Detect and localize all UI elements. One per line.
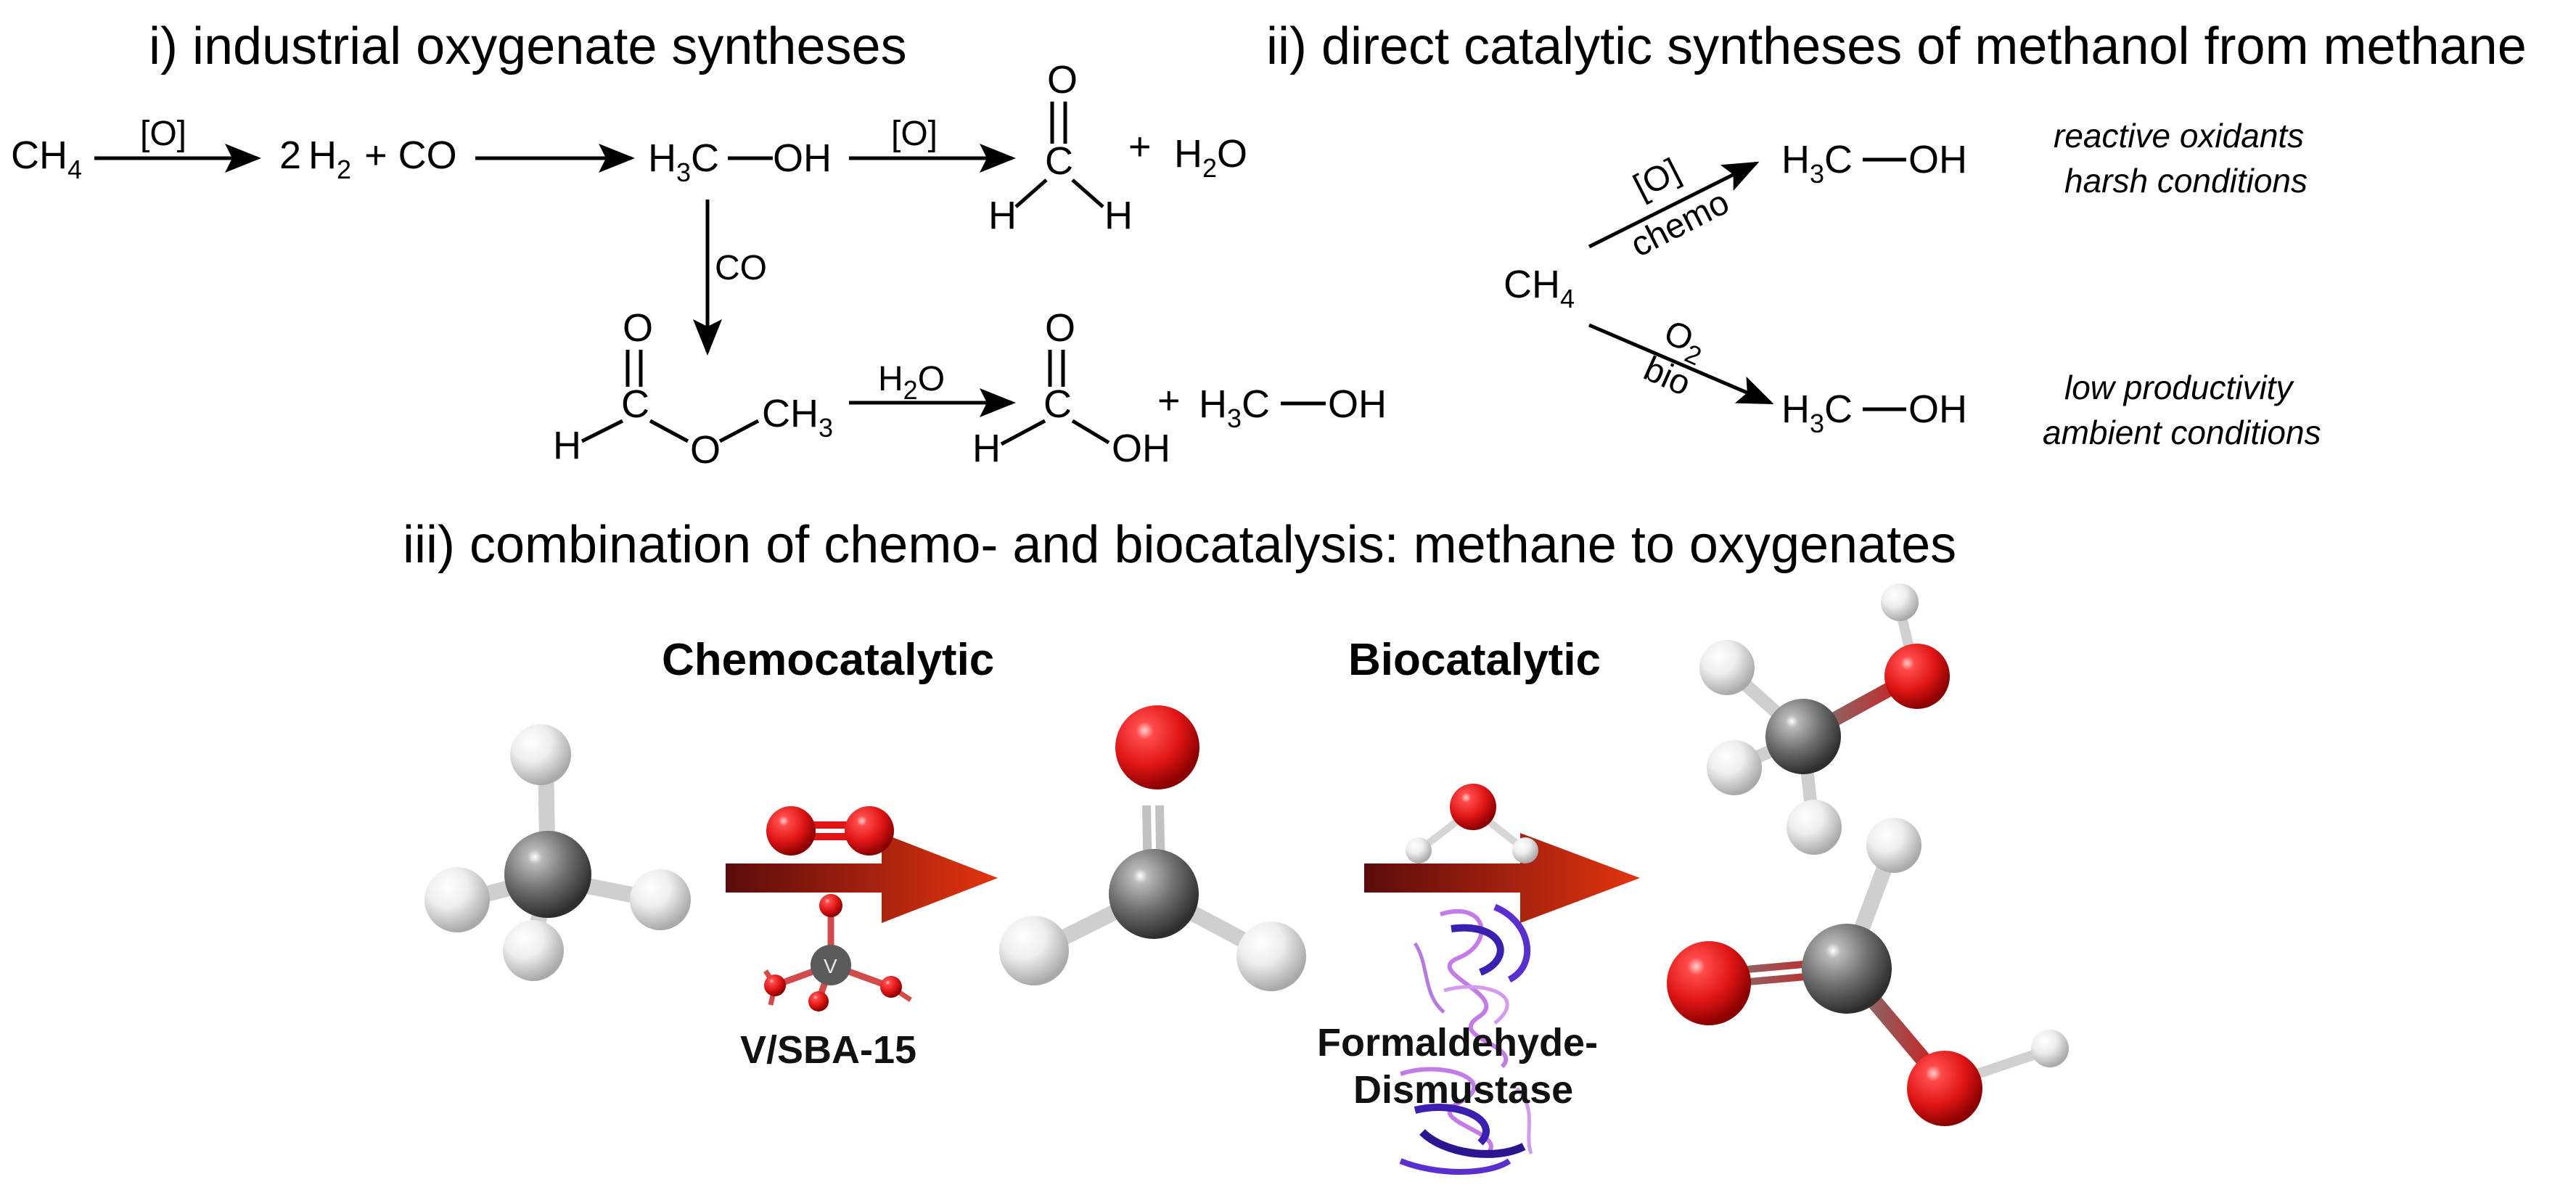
catalyst-label: V/SBA-15 <box>740 1028 916 1072</box>
arrow4-label: H2O <box>878 360 945 405</box>
methanol-1-oh: OH <box>773 136 832 180</box>
methyl-formate-structure: O C H O CH3 <box>553 306 833 472</box>
svg-text:H: H <box>553 424 581 467</box>
oxygen-atom <box>1115 705 1199 789</box>
oxygen-atom <box>819 894 842 917</box>
note-chemo-line1: reactive oxidants <box>2054 117 2304 155</box>
methane-model <box>424 724 691 981</box>
carbon-atom <box>504 831 591 918</box>
enzyme-label-line1: Formaldehyde- <box>1317 1021 1598 1064</box>
carbon-atom <box>1109 849 1199 939</box>
hydrogen-atom <box>1707 740 1762 795</box>
hydrogen-atom <box>1881 583 1919 621</box>
arrow-bio <box>1588 323 1774 405</box>
svg-text:H: H <box>988 194 1017 237</box>
hydrogen-atom <box>2031 1030 2069 1067</box>
chemocatalytic-label: Chemocatalytic <box>662 635 994 685</box>
svg-text:C: C <box>1045 139 1073 183</box>
svg-text:H: H <box>972 427 1001 470</box>
note-chemo-line2: harsh conditions <box>2064 162 2308 200</box>
product-chemo-oh: OH <box>1908 138 1967 181</box>
arrow-chemo <box>1588 161 1760 249</box>
formaldehyde-structure: O C H H <box>988 58 1133 237</box>
oxygen-atom <box>1667 941 1751 1025</box>
hydrogen-atom <box>1787 800 1842 855</box>
svg-text:O: O <box>1045 306 1075 350</box>
svg-text:O: O <box>690 428 721 472</box>
oxygen-atom <box>764 975 786 996</box>
plus-2: + <box>1157 379 1181 422</box>
arrow1-label: [O] <box>140 115 186 153</box>
hydrogen-atom <box>1866 818 1921 873</box>
formic-acid-model <box>1667 818 2069 1126</box>
hydrogen-atom <box>424 867 490 932</box>
methanol-1: H3C <box>648 136 719 187</box>
svg-text:CH3: CH3 <box>762 392 833 443</box>
svg-text:C: C <box>621 382 649 426</box>
section-ii-title: ii) direct catalytic syntheses of methan… <box>1266 17 2527 75</box>
biocatalytic-arrow <box>1364 833 1640 923</box>
scheme-ii: CH4 [O] chemo O2 bio H3C OH H3C OH react… <box>1504 117 2321 451</box>
methanol-model <box>1699 583 1950 855</box>
hydrogen-atom <box>503 920 564 981</box>
svg-text:OH: OH <box>1112 427 1170 470</box>
hydrogen-atom <box>999 916 1069 985</box>
oxygen-atom <box>808 991 829 1012</box>
formaldehyde-model <box>999 705 1306 991</box>
vanadium-atom <box>811 945 851 985</box>
enzyme-label-line2: Dismustase <box>1353 1068 1573 1112</box>
scheme-iii: Chemocatalytic Biocatalytic <box>424 583 2069 1175</box>
product-chemo: H3C <box>1781 138 1853 189</box>
methanol-2: H3C <box>1199 382 1270 433</box>
carbon-atom <box>1765 699 1841 774</box>
product-bio-oh: OH <box>1908 387 1967 431</box>
hydrogen-atom <box>1236 922 1306 991</box>
hydrogen-atom <box>1512 837 1538 863</box>
methane-label-ii: CH4 <box>1504 263 1575 313</box>
hydrogen-atom <box>1699 640 1755 695</box>
oxygen-atom <box>766 806 816 856</box>
oxygen-atom <box>845 806 894 856</box>
vanadium-symbol: V <box>824 955 837 977</box>
methanol-2-oh: OH <box>1328 382 1387 426</box>
water-molecule <box>1406 784 1538 863</box>
carbon-atom <box>1802 924 1892 1014</box>
section-iii-title: iii) combination of chemo- and biocataly… <box>403 516 1956 574</box>
arrow3-label: [O] <box>891 115 938 153</box>
oxygen-atom <box>880 976 902 998</box>
formic-acid-structure: O C H OH <box>972 306 1170 470</box>
oxygen-atom <box>1907 1051 1982 1126</box>
methane-label: CH4 <box>11 134 82 184</box>
hydrogen-atom <box>510 724 571 785</box>
enzyme-ribbon-illustration <box>1399 903 1533 1175</box>
chemo-top-label: [O] <box>1628 152 1686 207</box>
vanadium-catalyst-model: V <box>763 894 912 1012</box>
down-arrow-label: CO <box>715 249 767 287</box>
note-bio-line1: low productivity <box>2064 369 2294 406</box>
oxygen-atom <box>1884 644 1950 709</box>
section-i-title: i) industrial oxygenate syntheses <box>149 17 907 75</box>
oxygen-atom <box>1450 784 1496 830</box>
note-bio-line2: ambient conditions <box>2043 414 2321 451</box>
plus-1: + <box>1128 125 1152 168</box>
biocatalytic-label: Biocatalytic <box>1348 635 1601 685</box>
svg-text:O: O <box>623 306 653 350</box>
water-1: H2O <box>1174 132 1247 183</box>
product-bio: H3C <box>1781 387 1853 438</box>
oxygen-molecule <box>766 806 894 856</box>
hydrogen-atom <box>1406 837 1432 863</box>
chemocatalytic-arrow <box>726 833 998 923</box>
svg-text:C: C <box>1043 382 1072 426</box>
svg-text:O: O <box>1047 58 1078 102</box>
hydrogen-atom <box>630 869 691 930</box>
svg-text:H: H <box>1104 194 1133 237</box>
